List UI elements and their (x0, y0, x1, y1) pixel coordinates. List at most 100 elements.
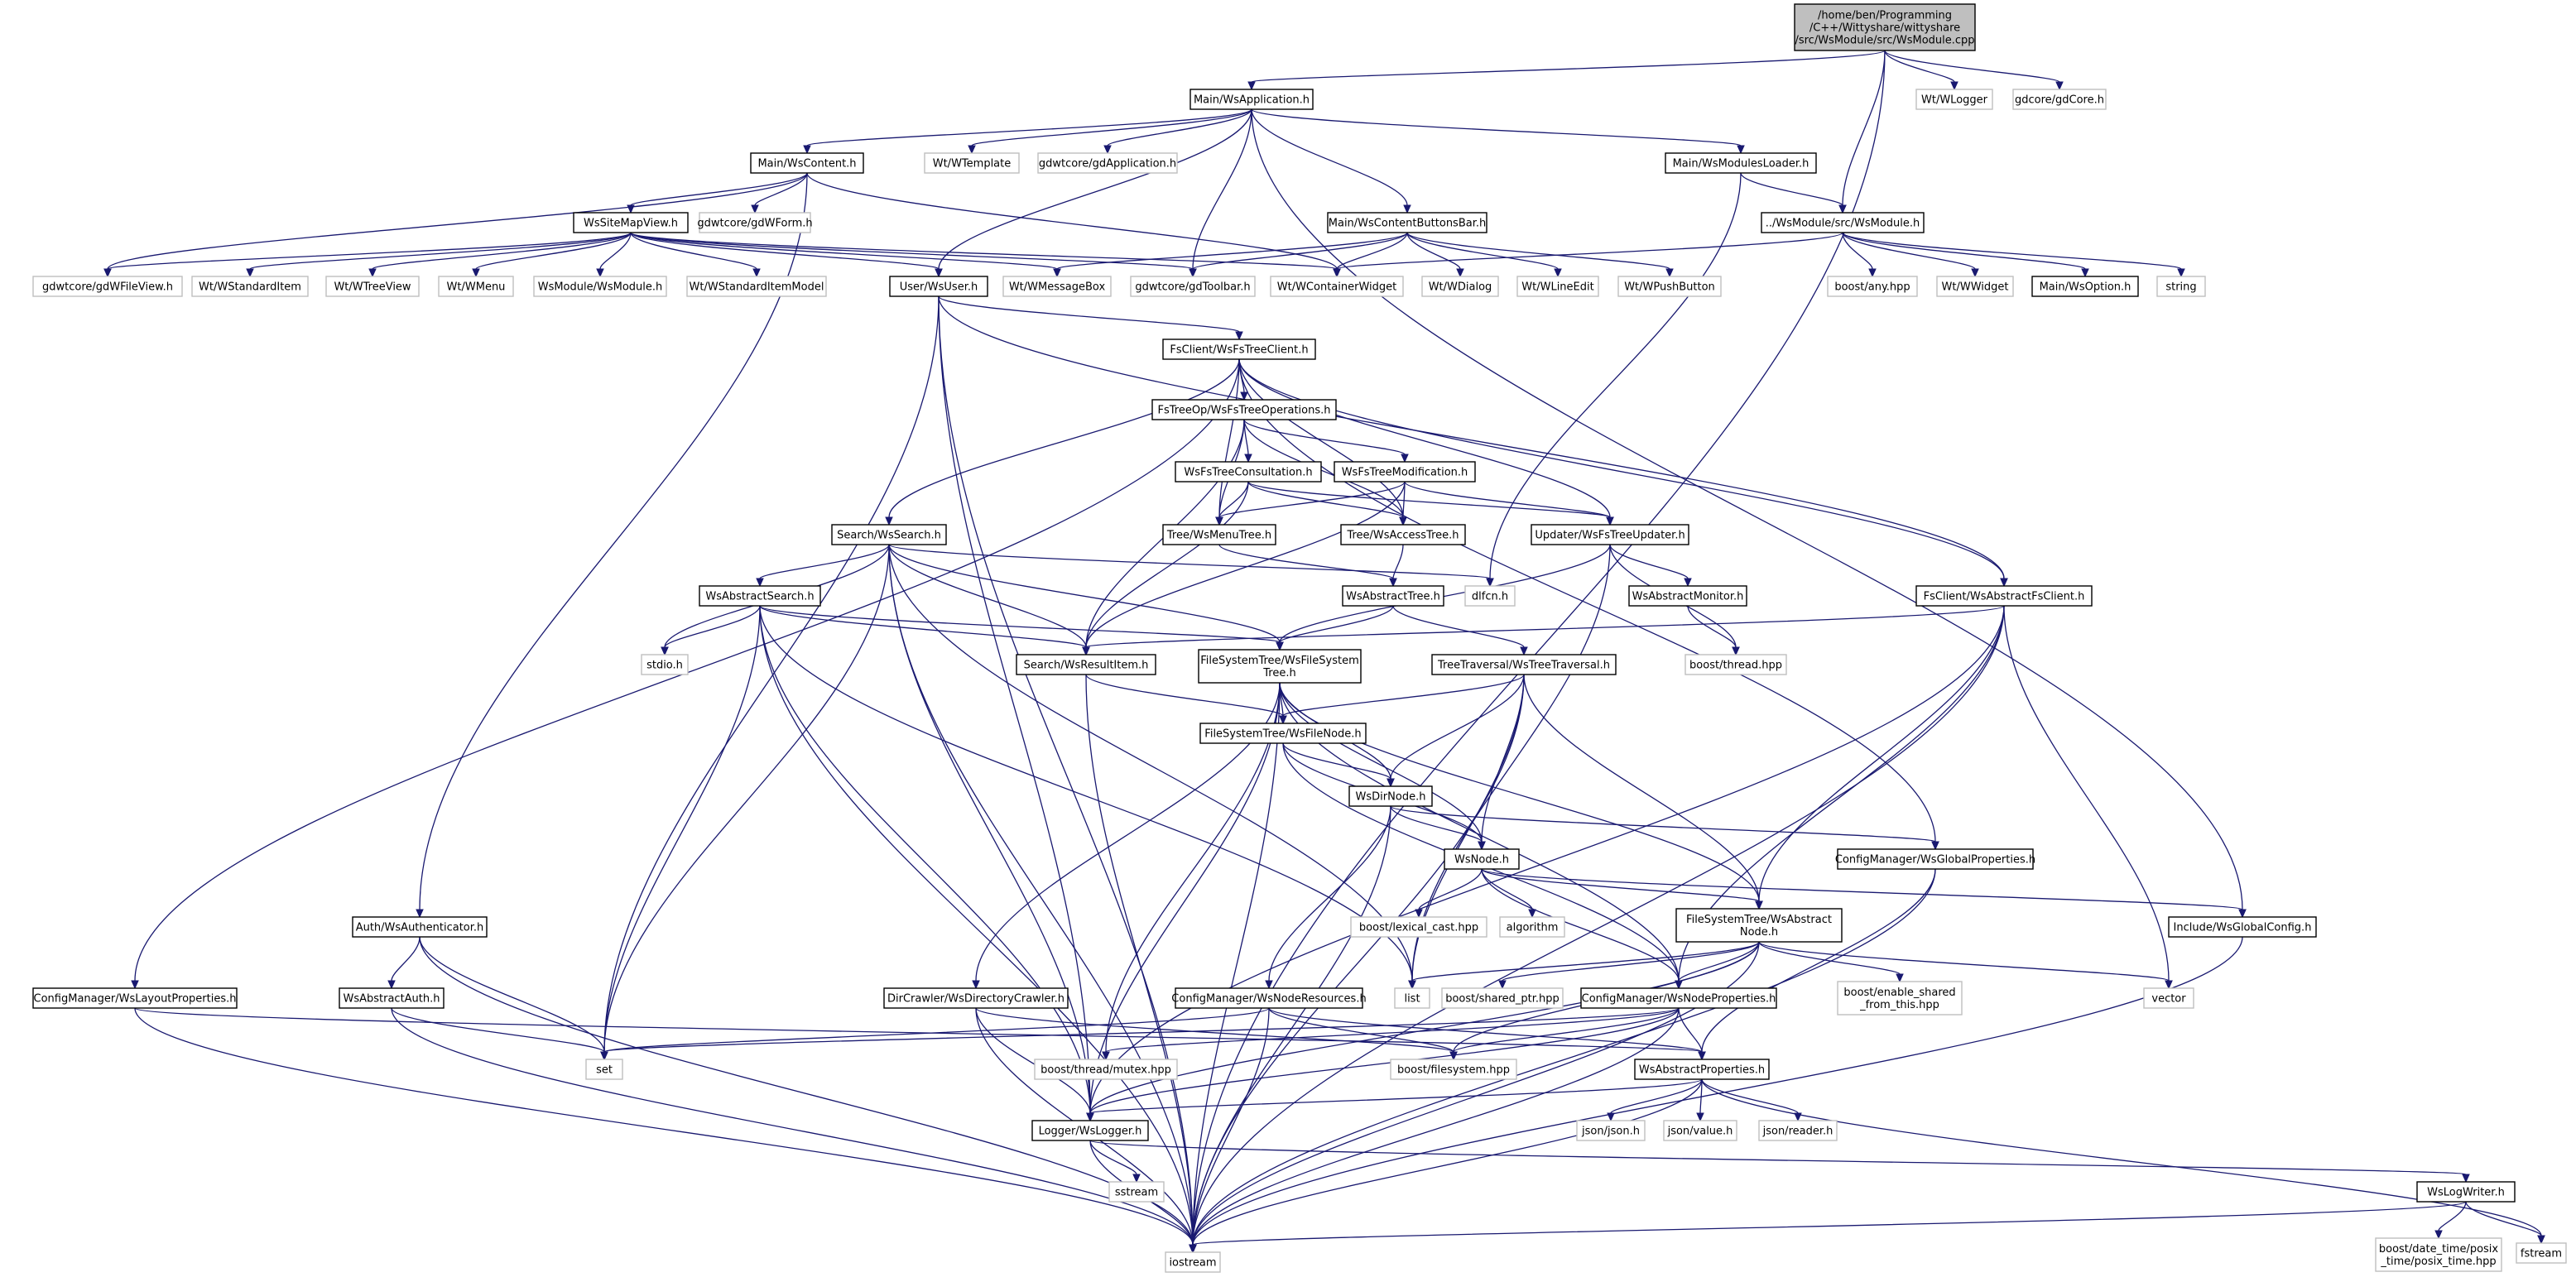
node-ws-result-item-h[interactable]: Search/WsResultItem.h (1016, 654, 1156, 675)
node-ws-application-h[interactable]: Main/WsApplication.h (1189, 89, 1314, 110)
node-label: json/reader.h (1762, 1126, 1833, 1138)
node-ws-log-writer-h[interactable]: WsLogWriter.h (2416, 1181, 2516, 1203)
node-ws-file-node-h[interactable]: FileSystemTree/WsFileNode.h (1199, 723, 1367, 744)
node-box (1151, 399, 1337, 420)
node-ws-fs-tree-modification-h[interactable]: WsFsTreeModification.h (1334, 461, 1476, 483)
node-ws-node-resources-h[interactable]: ConfigManager/WsNodeResources.h (1171, 987, 1367, 1009)
node-vector: vector (2143, 987, 2194, 1009)
node-ws-node-h[interactable]: WsNode.h (1444, 848, 1520, 870)
node-label: boost/any.hpp (1834, 281, 1910, 294)
node-box (1198, 649, 1362, 684)
edge-ws-abstract-search-h-to-ws-result-item-h (759, 605, 1090, 656)
node-box (1516, 276, 1599, 297)
node-box (32, 987, 238, 1009)
node-ws-abstract-tree-h[interactable]: WsAbstractTree.h (1342, 585, 1444, 607)
node-ws-tree-traversal-h[interactable]: TreeTraversal/WsTreeTraversal.h (1431, 654, 1617, 675)
node-ws-content-h[interactable]: Main/WsContent.h (750, 152, 864, 174)
edge-ws-search-h-to-ws-abstract-search-h (756, 544, 890, 588)
node-box (1827, 276, 1918, 297)
edge-ws-abstract-tree-h-to-ws-tree-traversal-h (1392, 605, 1528, 656)
node-box (699, 585, 821, 607)
node-ws-logger-h[interactable]: Logger/WsLogger.h (1031, 1120, 1149, 1141)
edge-ws-dir-node-h-to-ws-global-properties-h (1390, 805, 1939, 851)
node-wsmodule-wsmodule-h: WsModule/WsModule.h (533, 276, 667, 297)
node-label: Wt/WLogger (1921, 94, 1988, 107)
node-ws-site-map-view-h[interactable]: WsSiteMapView.h (573, 212, 689, 233)
edge-ws-site-map-view-h-to-wt-wcontainerwidget (630, 232, 1341, 278)
edge-ws-application-h-to-gdtoolbar-h (1189, 108, 1252, 278)
node-json-reader-h: json/reader.h (1758, 1120, 1838, 1141)
node-label: Wt/WMessageBox (1009, 281, 1106, 294)
node-ws-dir-node-h[interactable]: WsDirNode.h (1348, 785, 1433, 807)
node-label: WsFsTreeModification.h (1342, 467, 1468, 479)
node-ws-abstract-properties-h[interactable]: WsAbstractProperties.h (1634, 1059, 1770, 1080)
node-ws-option-h[interactable]: Main/WsOption.h (2031, 276, 2139, 297)
node-wt-wcontainerwidget: Wt/WContainerWidget (1270, 276, 1404, 297)
node-ws-fs-tree-client-h[interactable]: FsClient/WsFsTreeClient.h (1162, 339, 1316, 360)
node-stdio-h: stdio.h (641, 654, 689, 675)
edge-ws-file-system-tree-h-to-iostream (1189, 682, 1281, 1254)
node-ws-modules-loader-h[interactable]: Main/WsModulesLoader.h (1665, 152, 1817, 174)
node-ws-abstract-monitor-h[interactable]: WsAbstractMonitor.h (1628, 585, 1747, 607)
edges (103, 50, 2545, 1254)
node-label: Node.h (1740, 926, 1778, 939)
node-box (1684, 654, 1787, 675)
node-boost-thread-mutex-hpp: boost/thread/mutex.hpp (1034, 1059, 1178, 1080)
node-wt-wtreeview: Wt/WTreeView (325, 276, 420, 297)
node-label: Updater/WsFsTreeUpdater.h (1535, 530, 1684, 542)
node-label: FsClient/WsAbstractFsClient.h (1924, 591, 2085, 603)
edge-ws-abstract-fs-client-h-to-ws-result-item-h (1082, 605, 2005, 656)
node-wt-wmenu: Wt/WMenu (438, 276, 514, 297)
node-boost-posix-time-hpp: boost/date_time/posix_time/posix_time.hp… (2375, 1237, 2502, 1272)
node-box (1348, 785, 1433, 807)
node-label: boost/shared_ptr.hpp (1445, 993, 1560, 1006)
node-box (1441, 987, 1564, 1009)
node-ws-menu-tree-h[interactable]: Tree/WsMenuTree.h (1162, 524, 1276, 545)
node-box (1016, 654, 1156, 675)
node-ws-fs-tree-operations-h[interactable]: FsTreeOp/WsFsTreeOperations.h (1151, 399, 1337, 420)
node-boost-any-hpp: boost/any.hpp (1827, 276, 1918, 297)
node-ws-content-buttons-bar-h[interactable]: Main/WsContentButtonsBar.h (1327, 212, 1487, 233)
node-box (2143, 987, 2194, 1009)
node-ws-node-properties-h[interactable]: ConfigManager/WsNodeProperties.h (1580, 987, 1777, 1009)
node-gdcore-gdcore-h: gdcore/gdCore.h (2012, 89, 2107, 110)
node-ws-fs-tree-updater-h[interactable]: Updater/WsFsTreeUpdater.h (1531, 524, 1689, 545)
node-label: gdwtcore/gdApplication.h (1039, 158, 1176, 170)
node-ws-module-cpp[interactable]: /home/ben/Programming/C++/Wittyshare/wit… (1794, 3, 1976, 51)
node-label: WsLogWriter.h (2427, 1187, 2505, 1199)
node-ws-global-config-h[interactable]: Include/WsGlobalConfig.h (2168, 916, 2317, 938)
node-label: Wt/WLineEdit (1521, 281, 1593, 294)
node-ws-user-h[interactable]: User/WsUser.h (889, 276, 988, 297)
node-box (1761, 212, 1925, 233)
node-ws-abstract-fs-client-h[interactable]: FsClient/WsAbstractFsClient.h (1915, 585, 2093, 607)
node-wt-wdialog: Wt/WDialog (1421, 276, 1499, 297)
node-ws-fs-tree-consultation-h[interactable]: WsFsTreeConsultation.h (1175, 461, 1322, 483)
node-label: FsTreeOp/WsFsTreeOperations.h (1157, 405, 1330, 417)
edge-ws-application-h-to-gdapplication-h (1103, 108, 1252, 155)
node-ws-abstract-auth-h[interactable]: WsAbstractAuth.h (339, 987, 445, 1009)
edge-ws-abstract-properties-h-to-json-reader-h (1701, 1078, 1802, 1122)
edge-ws-abstract-tree-h-to-ws-file-system-tree-h (1276, 605, 1394, 651)
node-label: Wt/WWidget (1942, 281, 2009, 294)
edge-ws-module-h-to-string (1842, 232, 2185, 278)
edge-ws-abstract-properties-h-to-json-value-h (1696, 1078, 1704, 1122)
node-box (750, 152, 864, 174)
edge-ws-fs-tree-client-h-to-ws-abstract-fs-client-h (1238, 358, 2008, 588)
edge-ws-global-config-h-to-iostream (1189, 936, 2243, 1254)
node-ws-global-properties-h[interactable]: ConfigManager/WsGlobalProperties.h (1835, 848, 2035, 870)
node-ws-authenticator-h[interactable]: Auth/WsAuthenticator.h (352, 916, 488, 938)
node-ws-access-tree-h[interactable]: Tree/WsAccessTree.h (1340, 524, 1466, 545)
edge-ws-log-writer-h-to-iostream (1189, 1201, 2467, 1254)
node-ws-abstract-search-h[interactable]: WsAbstractSearch.h (699, 585, 821, 607)
edge-ws-logger-h-to-ws-log-writer-h (1089, 1140, 2470, 1184)
node-label: Wt/WContainerWidget (1277, 281, 1397, 294)
edge-ws-fs-tree-modification-h-to-ws-fs-tree-updater-h (1404, 481, 1614, 526)
node-ws-directory-crawler-h[interactable]: DirCrawler/WsDirectoryCrawler.h (883, 987, 1069, 1009)
nodes: /home/ben/Programming/C++/Wittyshare/wit… (32, 3, 2567, 1273)
node-ws-search-h[interactable]: Search/WsSearch.h (831, 524, 947, 545)
node-wt-wstandarditemmodel: Wt/WStandardItemModel (686, 276, 827, 297)
node-ws-module-h[interactable]: ../WsModule/src/WsModule.h (1761, 212, 1925, 233)
node-ws-layout-properties-h[interactable]: ConfigManager/WsLayoutProperties.h (32, 987, 238, 1009)
